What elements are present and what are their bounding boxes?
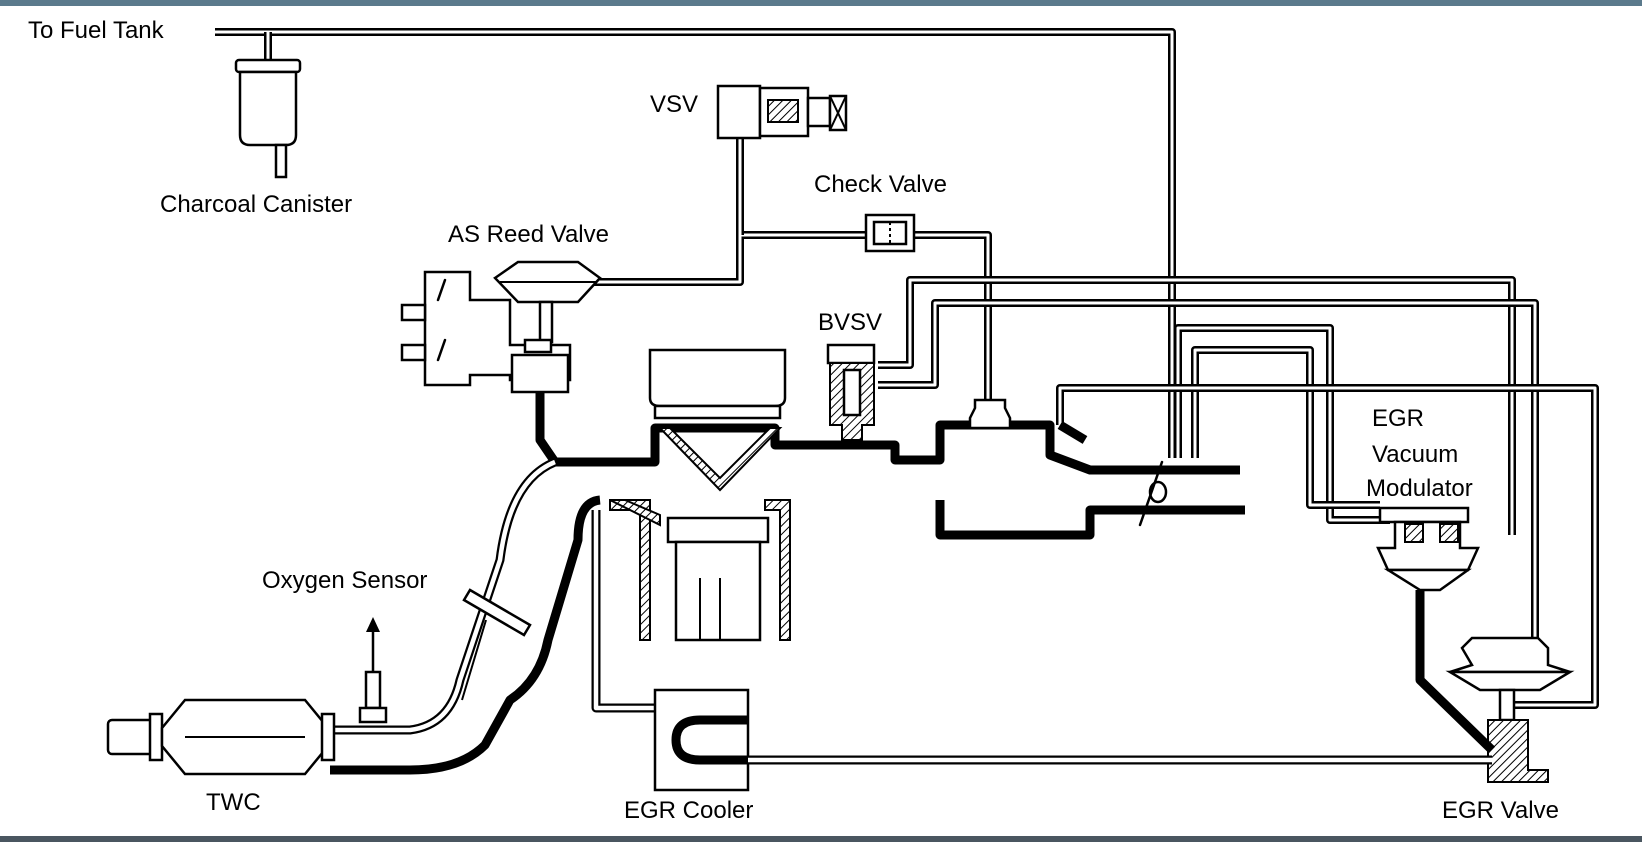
label-egr-modulator-line-1: EGR	[1372, 405, 1424, 432]
engine-cylinder	[609, 427, 791, 642]
label-as-reed-valve: AS Reed Valve	[448, 221, 609, 248]
intake-manifold	[535, 392, 1245, 540]
as-reed-valve-icon	[400, 260, 602, 394]
label-egr-valve: EGR Valve	[1442, 797, 1559, 824]
label-egr-cooler: EGR Cooler	[624, 797, 753, 824]
air-cleaner-icon	[648, 348, 787, 420]
top-frame-bar	[0, 0, 1642, 6]
label-egr-modulator-line-3: Modulator	[1366, 475, 1473, 502]
manifold-nipple	[968, 398, 1012, 430]
fuel-tank-hose	[215, 28, 1176, 458]
egr-valve-icon	[1415, 590, 1575, 783]
vsv-hose	[560, 114, 992, 400]
charcoal-canister-icon	[234, 58, 302, 179]
label-check-valve: Check Valve	[814, 171, 947, 198]
vsv-icon	[716, 84, 848, 140]
label-egr-modulator-line-2: Vacuum	[1372, 441, 1458, 468]
egr-cooler-icon	[591, 510, 1492, 792]
bvsv-icon	[826, 343, 876, 441]
throttle-body	[1138, 460, 1168, 527]
oxygen-sensor-icon	[358, 617, 388, 724]
egr-valve-return-hose	[1056, 384, 1599, 709]
exhaust-flange	[461, 588, 532, 701]
label-twc: TWC	[206, 789, 261, 816]
exhaust-pipe	[330, 457, 601, 775]
bvsv-hose	[878, 276, 1539, 660]
label-oxygen-sensor: Oxygen Sensor	[262, 567, 427, 594]
label-vsv: VSV	[650, 91, 698, 118]
bottom-frame-bar	[0, 836, 1642, 842]
twc-icon	[106, 698, 336, 776]
check-valve-icon	[864, 213, 916, 253]
label-charcoal-canister: Charcoal Canister	[160, 191, 352, 218]
label-fuel-tank: To Fuel Tank	[28, 17, 165, 44]
label-bvsv: BVSV	[818, 309, 882, 336]
egr-vacuum-modulator-icon	[1376, 506, 1480, 592]
modulator-hose	[1174, 324, 1390, 524]
